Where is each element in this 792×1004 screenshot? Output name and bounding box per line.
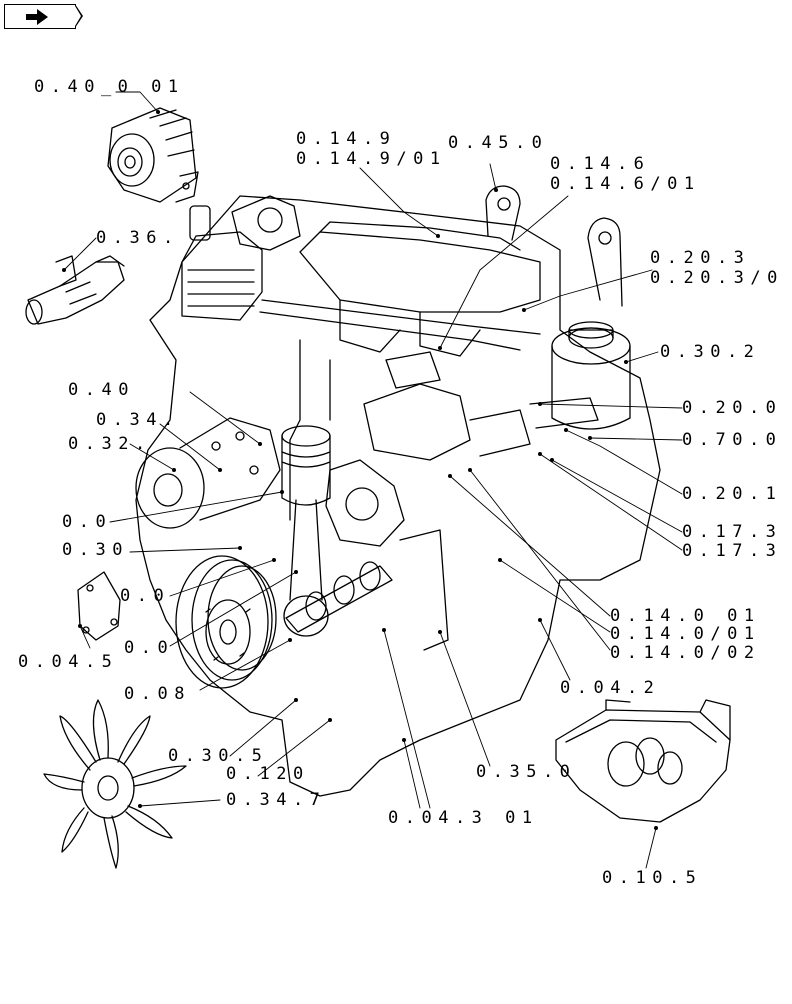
callout-starter[interactable]: 0.36. — [96, 228, 180, 248]
callout-leader-lines — [63, 91, 683, 869]
gear-cover-drawing — [77, 571, 121, 641]
arrow-right-icon — [26, 9, 48, 25]
crank-pulley-drawing — [175, 555, 277, 689]
callout-0-0-a[interactable]: 0.0 — [62, 512, 113, 532]
starter-motor-drawing — [25, 255, 125, 325]
callout-0-30[interactable]: 0.30 — [62, 540, 129, 560]
callout-0-120[interactable]: 0.120 — [226, 764, 310, 784]
alternator-drawing — [107, 107, 199, 203]
callout-0-0-c[interactable]: 0.0 — [124, 638, 175, 658]
callout-0-30-5[interactable]: 0.30.5 — [168, 746, 269, 766]
callout-0-17-3-b[interactable]: 0.17.3 — [682, 541, 783, 561]
water-pump-drawing — [135, 417, 281, 529]
callout-0-17-3-a[interactable]: 0.17.3 — [682, 522, 783, 542]
callout-0-35-0[interactable]: 0.35.0 — [476, 762, 577, 782]
callout-pump-a[interactable]: 0.20.3 — [650, 248, 751, 268]
injection-pump-drawing — [363, 351, 599, 461]
callout-filter-b[interactable]: 0.14.9/01 — [296, 149, 447, 169]
callout-lift-eye[interactable]: 0.45.0 — [448, 133, 549, 153]
oil-filter-drawing — [551, 321, 631, 430]
callout-0-20-0[interactable]: 0.20.0 — [682, 398, 783, 418]
callout-0-08[interactable]: 0.08 — [124, 684, 191, 704]
callout-0-70-0[interactable]: 0.70.0 — [682, 430, 783, 450]
callout-injector-b[interactable]: 0.14.6/01 — [550, 174, 701, 194]
timing-housing-drawing — [325, 459, 449, 651]
callout-injector-a[interactable]: 0.14.6 — [550, 154, 651, 174]
callout-0-20-1[interactable]: 0.20.1 — [682, 484, 783, 504]
callout-oil-filter[interactable]: 0.30.2 — [660, 342, 761, 362]
callout-pump-b[interactable]: 0.20.3/0 — [650, 268, 784, 288]
callout-fan[interactable]: 0.34.7 — [226, 790, 327, 810]
back-navigation-button[interactable] — [4, 4, 83, 29]
callout-alternator[interactable]: 0.40_0 01 — [34, 77, 185, 97]
callout-manifold-a[interactable]: 0.14.0 01 — [610, 606, 761, 626]
callout-filter-a[interactable]: 0.14.9 — [296, 129, 397, 149]
callout-0-04-3[interactable]: 0.04.3 01 — [388, 808, 539, 828]
fan-drawing — [43, 699, 187, 869]
callout-sump[interactable]: 0.10.5 — [602, 868, 703, 888]
camshaft-drawing — [285, 561, 393, 633]
callout-0-40[interactable]: 0.40 — [68, 380, 135, 400]
engine-block-drawing — [135, 195, 661, 797]
callout-0-04-2[interactable]: 0.04.2 — [560, 678, 661, 698]
lifting-eye-drawing — [485, 185, 623, 307]
leader-dots — [62, 110, 658, 830]
callout-0-32[interactable]: 0.32. — [68, 434, 152, 454]
callout-manifold-b[interactable]: 0.14.0/01 — [610, 624, 761, 644]
callout-manifold-c[interactable]: 0.14.0/02 — [610, 643, 761, 663]
callout-0-0-b[interactable]: 0.0 — [120, 586, 171, 606]
callout-gear-cover[interactable]: 0.04.5 — [18, 652, 119, 672]
callout-0-34[interactable]: 0.34. — [96, 410, 180, 430]
oil-sump-drawing — [555, 699, 731, 823]
